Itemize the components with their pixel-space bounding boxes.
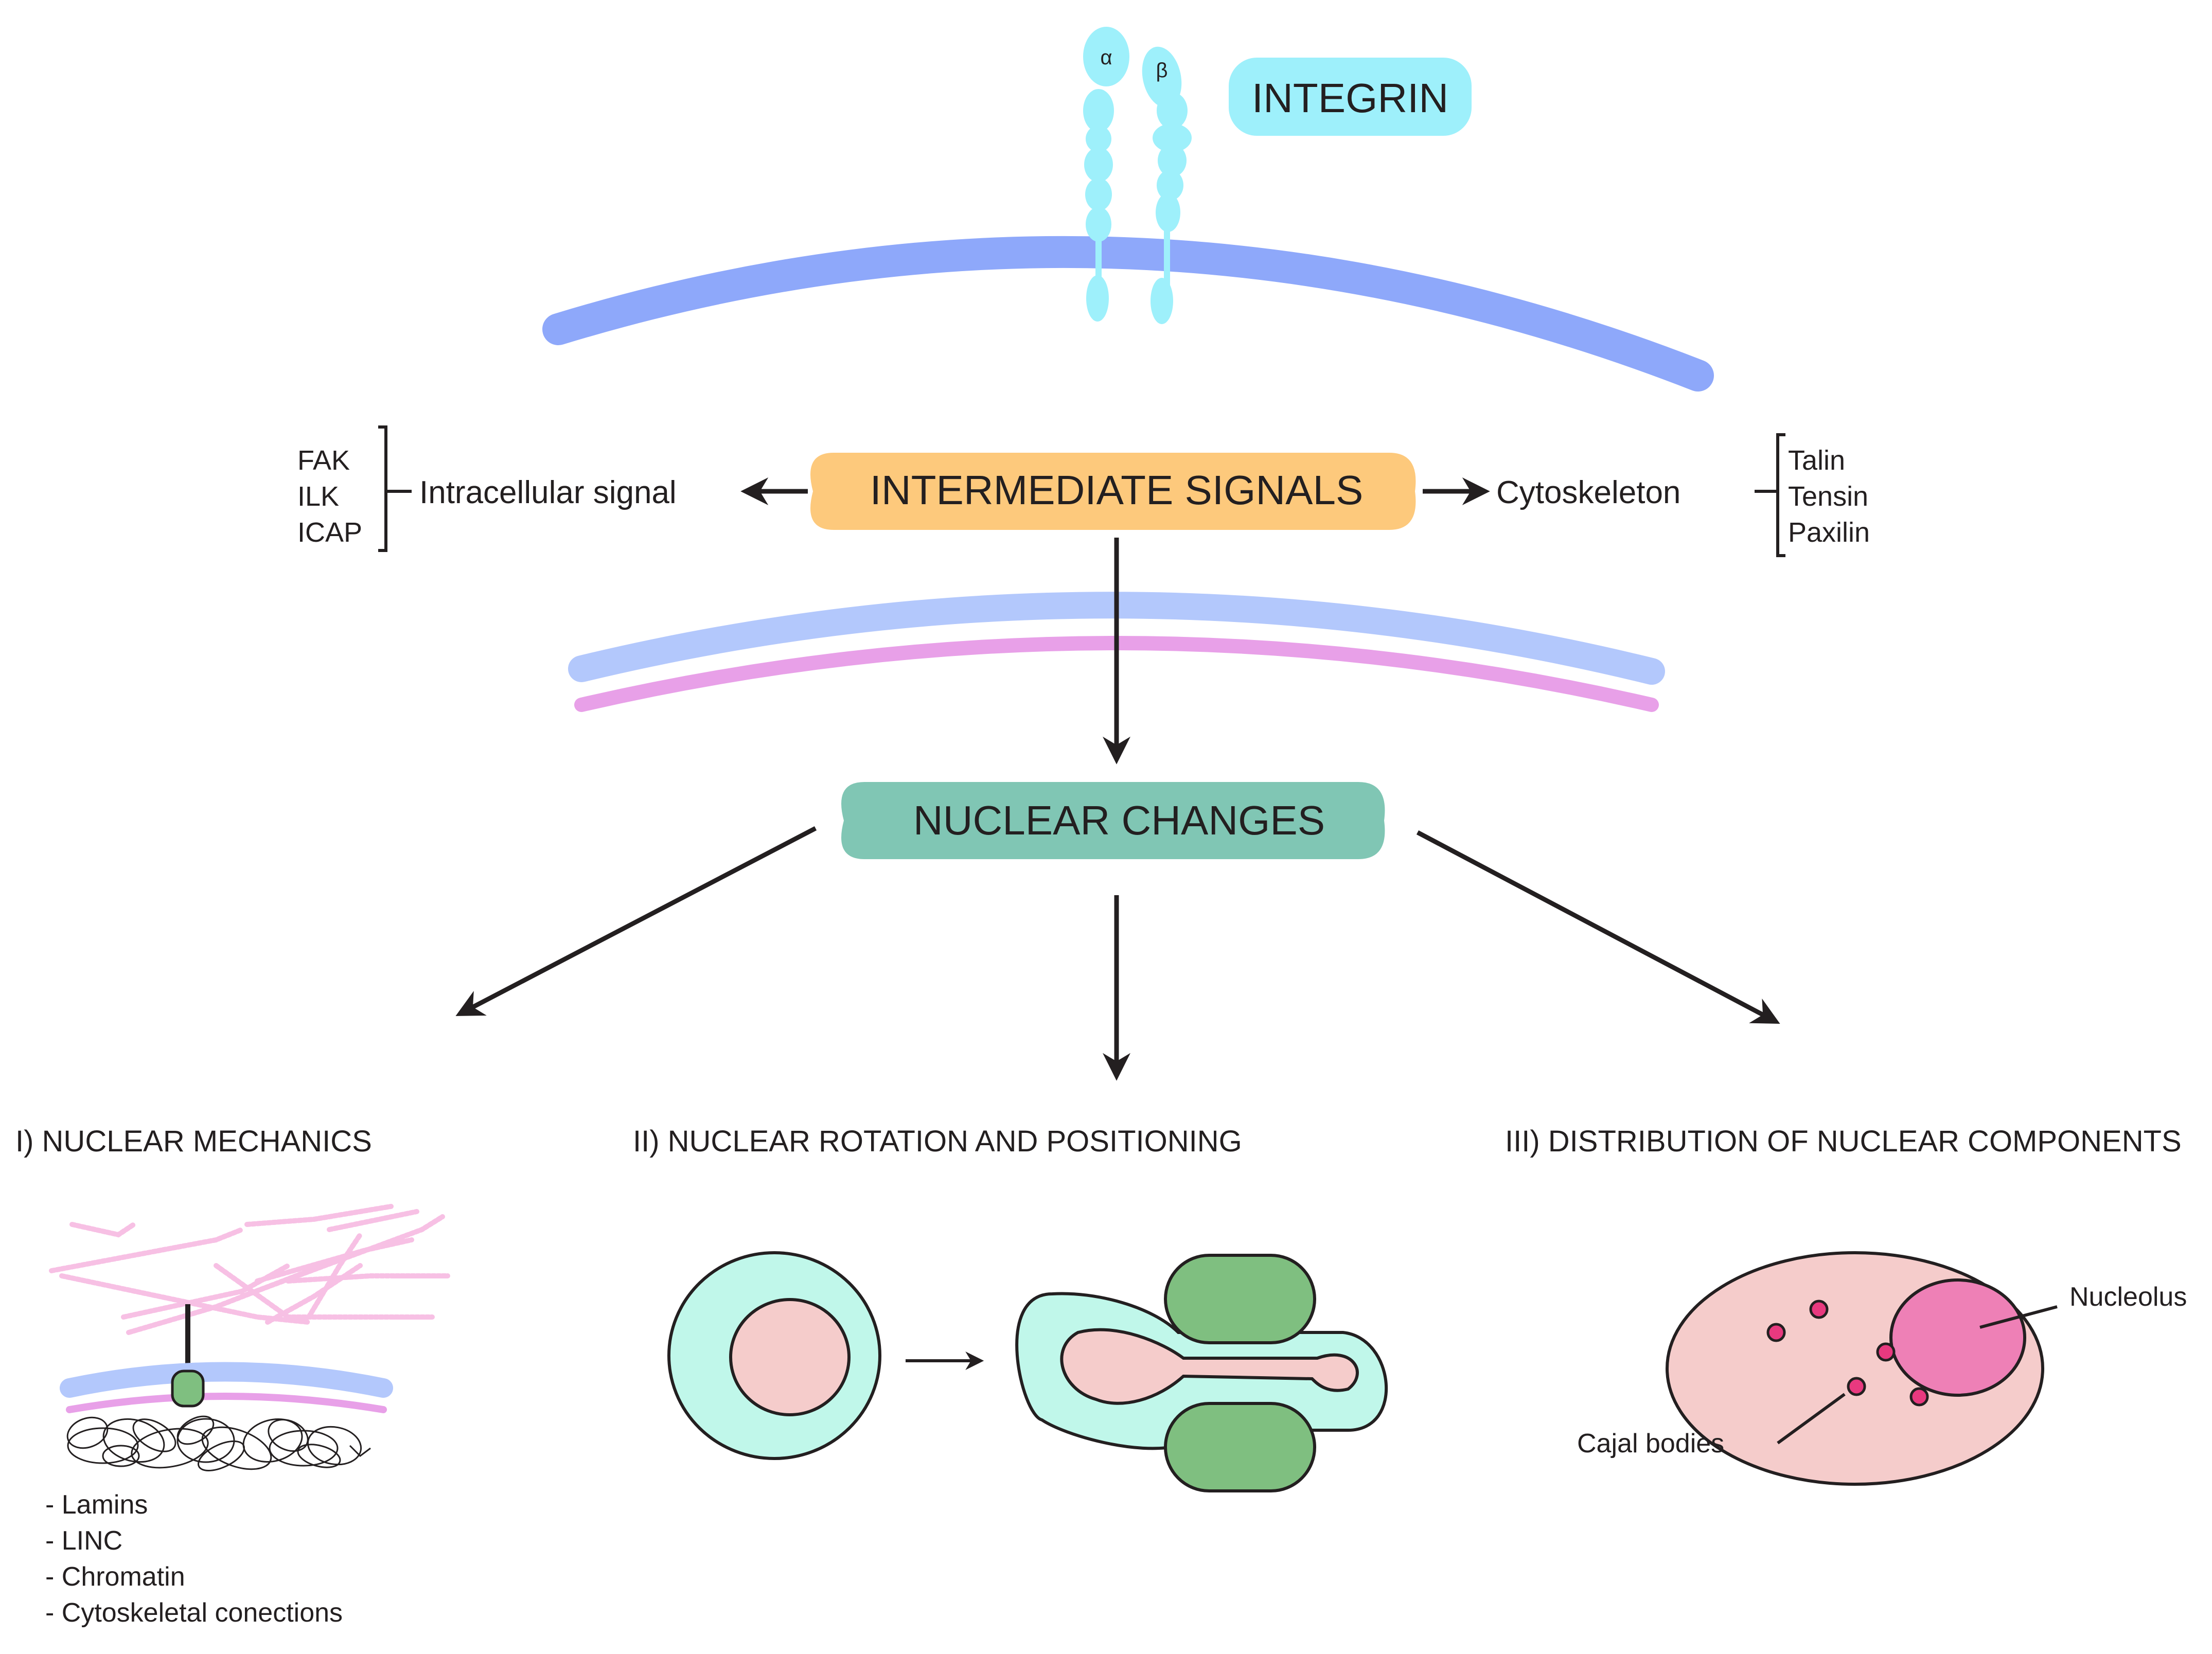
- arrow-to-nuclear-distribution: [1416, 830, 1780, 1024]
- nucleolus: [1889, 1278, 2026, 1397]
- mechanics-list-cytoskeletal: - Cytoskeletal conections: [45, 1598, 343, 1628]
- intermediate-signals-pill: [810, 453, 1416, 530]
- actin-filaments: [49, 1204, 450, 1335]
- cytoskeleton-bracket: [1755, 433, 1785, 557]
- intracellular-item-fak: FAK: [297, 445, 350, 476]
- chromatin-tangle: [66, 1415, 371, 1471]
- cajal-bodies-label: Cajal bodies: [1577, 1429, 1724, 1459]
- nuclear-distribution-heading: III) DISTRIBUTION OF NUCLEAR COMPONENTS: [1505, 1125, 2182, 1158]
- integrin-label-box: [1229, 58, 1472, 136]
- cytoskeleton-label: Cytoskeleton: [1496, 475, 1680, 510]
- cytoskeleton-item-talin: Talin: [1788, 445, 1845, 476]
- integrin-alpha-label: α: [1100, 46, 1112, 69]
- intracellular-item-ilk: ILK: [297, 481, 339, 512]
- green-body-bottom: [1164, 1402, 1316, 1492]
- nucleolus-label: Nucleolus: [2069, 1282, 2187, 1312]
- arrow-to-nuclear-mechanics: [455, 826, 817, 1016]
- nuclear-changes-pill: [841, 782, 1385, 859]
- nuclear-changes-label: NUCLEAR CHANGES: [913, 797, 1325, 843]
- mechanics-inner-lamina: [66, 1393, 387, 1413]
- integrin-beta-subunit: [1142, 46, 1192, 324]
- integrin-alpha-subunit: [1083, 27, 1129, 322]
- nucleolus-leader-line: [1979, 1305, 2058, 1329]
- intracellular-item-icap: ICAP: [297, 517, 362, 548]
- round-cell-nucleus: [729, 1298, 851, 1416]
- integrin-label: INTEGRIN: [1252, 75, 1448, 121]
- green-body-top: [1164, 1254, 1316, 1344]
- nuclear-rotation-heading: II) NUCLEAR ROTATION AND POSITIONING: [633, 1125, 1242, 1158]
- intermediate-signals-label: INTERMEDIATE SIGNALS: [870, 467, 1364, 513]
- integrin-beta-label: β: [1156, 59, 1167, 82]
- mechanics-list-linc: - LINC: [45, 1526, 122, 1556]
- linc-complex: [171, 1370, 205, 1408]
- mechanics-list-lamins: - Lamins: [45, 1490, 148, 1520]
- intracellular-bracket: [378, 425, 412, 552]
- intracellular-signal-label: Intracellular signal: [419, 475, 677, 510]
- cell-membrane: [542, 236, 1714, 392]
- cajal-leader-line: [1777, 1393, 1846, 1445]
- migrating-cell-nucleus: [1060, 1328, 1359, 1405]
- cytoskeleton-item-tensin: Tensin: [1788, 481, 1868, 512]
- mechanics-outer-lamina: [60, 1362, 393, 1398]
- mechanics-list-chromatin: - Chromatin: [45, 1562, 185, 1592]
- cytoskeleton-item-paxilin: Paxilin: [1788, 517, 1870, 548]
- cajal-bodies-dots: [1766, 1300, 1929, 1407]
- nuclear-mechanics-heading: I) NUCLEAR MECHANICS: [15, 1125, 372, 1158]
